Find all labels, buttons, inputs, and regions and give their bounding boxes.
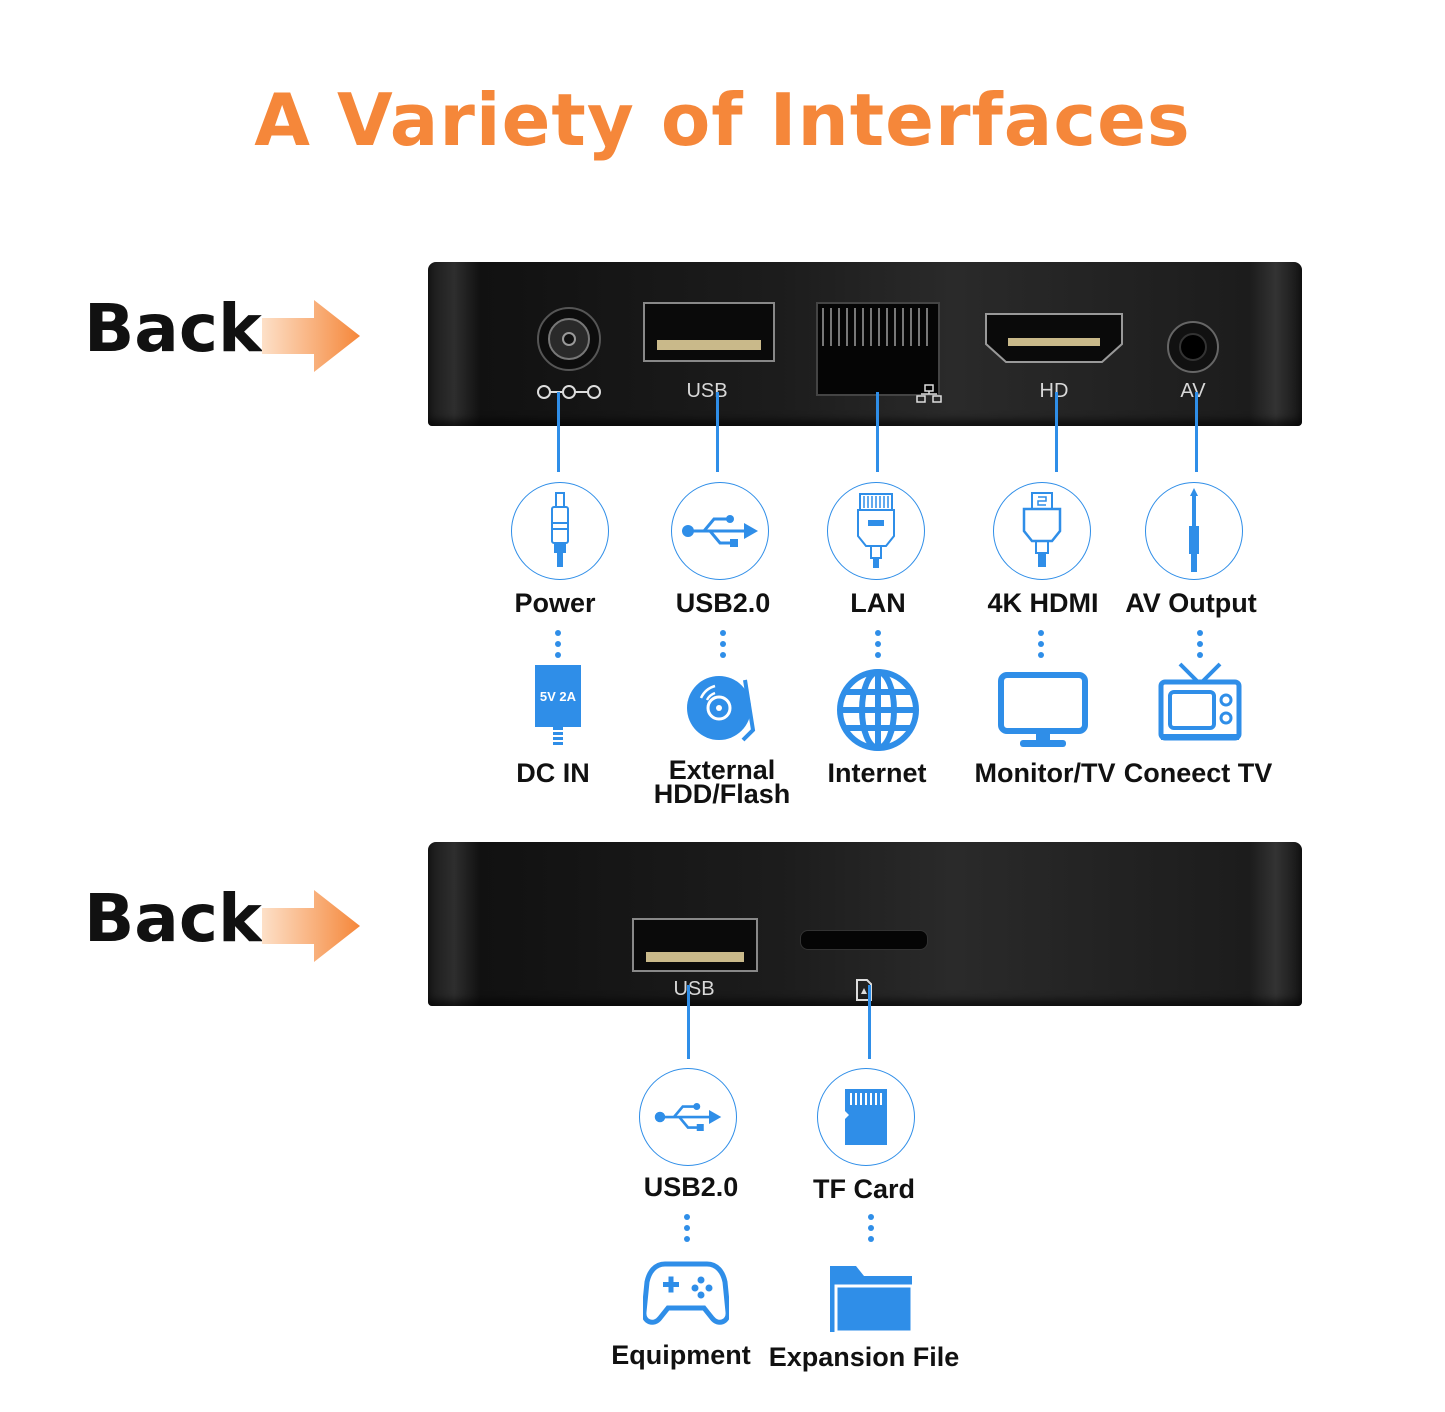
port-name-power: Power bbox=[514, 588, 596, 618]
monitor-icon bbox=[998, 672, 1088, 747]
usb-port-label: USB bbox=[673, 978, 715, 1000]
globe-icon bbox=[837, 669, 919, 751]
av-port-label: AV bbox=[1180, 380, 1206, 402]
page-title: A Variety of Interfaces bbox=[254, 78, 1191, 162]
dotted-connector bbox=[555, 630, 561, 663]
connector-line bbox=[716, 392, 719, 472]
port-name-usb: USB2.0 bbox=[643, 1172, 739, 1202]
power-port-badge bbox=[511, 482, 609, 580]
hdmi-port-label: HD bbox=[1039, 380, 1069, 402]
dotted-connector bbox=[1197, 630, 1203, 663]
back-label: Back bbox=[84, 290, 262, 367]
usb-port bbox=[643, 302, 775, 362]
sd-card-icon bbox=[845, 1089, 887, 1145]
connector-line bbox=[687, 985, 690, 1059]
power-adapter-icon: 5V 2A bbox=[535, 665, 581, 747]
usb-port-label: USB bbox=[686, 380, 728, 402]
use-external-hdd: External HDD/Flash bbox=[653, 755, 791, 809]
use-dc-in: DC IN bbox=[516, 758, 590, 788]
use-monitor: Monitor/TV bbox=[974, 758, 1116, 788]
use-line-1: External bbox=[668, 755, 776, 785]
usb-port-badge bbox=[671, 482, 769, 580]
arrow-right-icon bbox=[262, 300, 360, 372]
gamepad-icon bbox=[643, 1261, 729, 1325]
adapter-text: 5V 2A bbox=[535, 665, 581, 727]
usb-port-badge bbox=[639, 1068, 737, 1166]
dc-polarity-icon bbox=[537, 385, 601, 399]
connector-line bbox=[1195, 392, 1198, 472]
port-name-hdmi: 4K HDMI bbox=[987, 588, 1099, 618]
use-line-2: HDD/Flash bbox=[653, 779, 791, 809]
dotted-connector bbox=[868, 1214, 874, 1247]
dc-jack-port bbox=[537, 307, 601, 371]
usb-port bbox=[632, 918, 758, 972]
use-connect-tv: Coneect TV bbox=[1123, 758, 1273, 788]
arrow-right-icon bbox=[262, 890, 360, 962]
device-back-panel: USB HD AV bbox=[428, 262, 1302, 426]
hdmi-port-badge bbox=[993, 482, 1091, 580]
lan-port-badge bbox=[827, 482, 925, 580]
usb-icon bbox=[682, 515, 758, 547]
power-plug-icon bbox=[551, 492, 569, 567]
connector-line bbox=[557, 392, 560, 472]
hdmi-port bbox=[985, 313, 1123, 363]
back-label: Back bbox=[84, 880, 262, 957]
usb-icon bbox=[654, 1103, 722, 1131]
port-name-tf-card: TF Card bbox=[812, 1174, 916, 1204]
folder-icon bbox=[830, 1266, 914, 1334]
use-expansion-file: Expansion File bbox=[768, 1342, 960, 1372]
port-name-av: AV Output bbox=[1125, 588, 1257, 618]
tf-card-badge bbox=[817, 1068, 915, 1166]
av-port-badge bbox=[1145, 482, 1243, 580]
av-jack-icon bbox=[1189, 488, 1199, 572]
port-name-usb: USB2.0 bbox=[675, 588, 771, 618]
disk-icon bbox=[687, 676, 756, 742]
use-equipment: Equipment bbox=[611, 1340, 751, 1370]
dotted-connector bbox=[1038, 630, 1044, 663]
dotted-connector bbox=[684, 1214, 690, 1247]
lan-port bbox=[816, 302, 940, 396]
av-port bbox=[1167, 321, 1219, 373]
port-name-lan: LAN bbox=[850, 588, 906, 618]
connector-line bbox=[876, 392, 879, 472]
sd-slot-icon bbox=[856, 979, 872, 1001]
hdmi-icon bbox=[1022, 492, 1062, 567]
device-side-panel: USB bbox=[428, 842, 1302, 1006]
connector-line bbox=[868, 985, 871, 1059]
tf-card-slot bbox=[800, 930, 928, 950]
ethernet-icon bbox=[857, 493, 895, 568]
connector-line bbox=[1055, 392, 1058, 472]
dotted-connector bbox=[720, 630, 726, 663]
use-internet: Internet bbox=[827, 758, 927, 788]
network-icon bbox=[916, 384, 942, 403]
dotted-connector bbox=[875, 630, 881, 663]
tv-icon bbox=[1158, 662, 1242, 741]
